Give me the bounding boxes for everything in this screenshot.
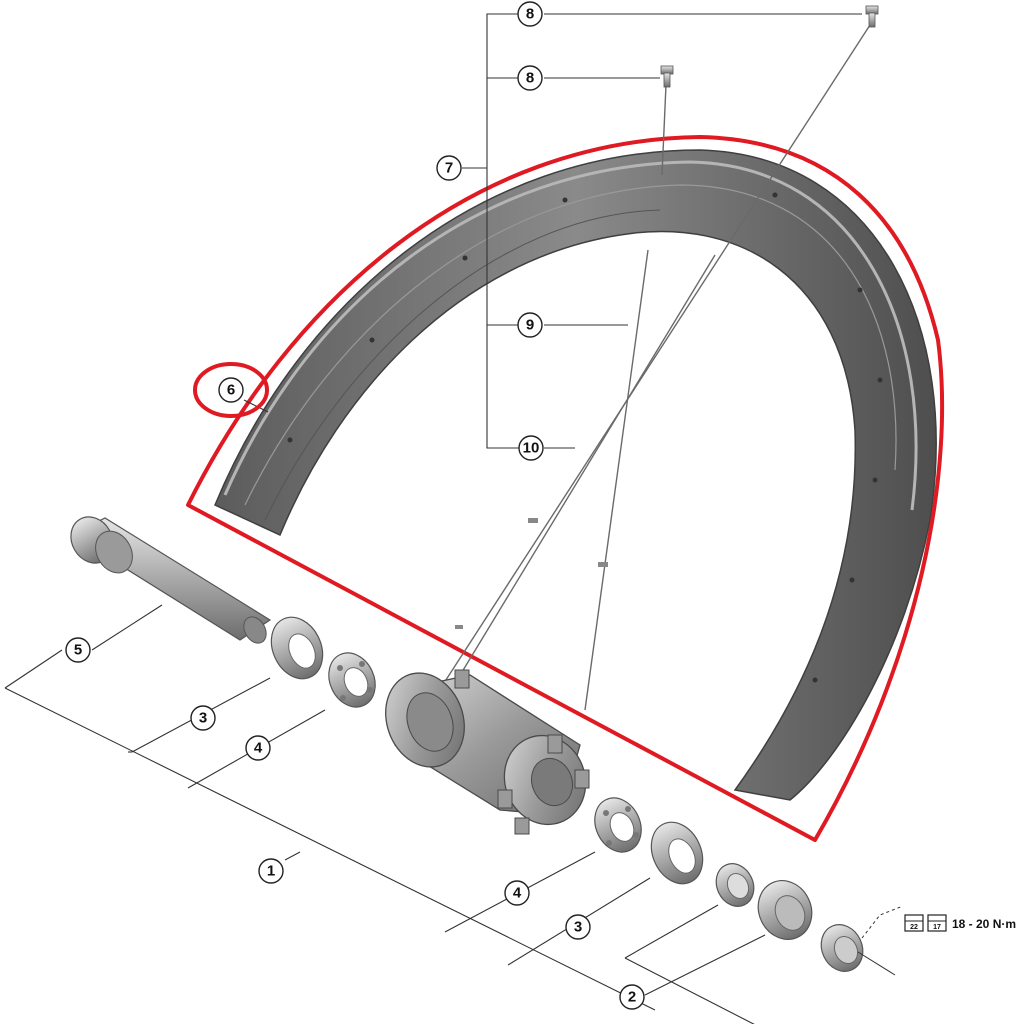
- callout-2: 2: [619, 984, 645, 1010]
- callout-label: 4: [254, 740, 263, 757]
- callout-3-right: 3: [565, 914, 591, 940]
- callout-6: 6: [193, 362, 269, 418]
- callout-4-left: 4: [245, 735, 271, 761]
- spacer-ring-right: [650, 821, 704, 885]
- spoke-nipple-top: [865, 5, 879, 28]
- wrench-size-icon: 22: [904, 914, 924, 932]
- torque-spec: 22 17 18 - 20 N·m: [904, 914, 1016, 932]
- bearing-right: [594, 797, 642, 853]
- axle: [70, 516, 272, 644]
- cone-nut: [715, 863, 755, 907]
- rim-highlight-outline: [186, 135, 945, 842]
- spokes: [419, 24, 871, 721]
- callout-4-right: 4: [504, 880, 530, 906]
- wrench-size-label: 22: [910, 924, 918, 931]
- callout-label: 10: [523, 440, 540, 457]
- spacer-ring-left: [270, 616, 324, 680]
- callout-label: 5: [74, 642, 82, 659]
- callout-label: 6: [227, 382, 235, 399]
- callout-label: 1: [267, 863, 275, 880]
- callout-9: 9: [517, 312, 543, 338]
- callout-label: 8: [526, 6, 534, 23]
- hub-shell: [385, 669, 590, 835]
- callout-1: 1: [258, 858, 284, 884]
- callout-3-left: 3: [190, 705, 216, 731]
- callout-8-middle: 8: [517, 65, 543, 91]
- end-cap: [820, 924, 864, 972]
- wrench-size-label: 17: [933, 924, 941, 931]
- callout-6-highlight: [193, 362, 269, 418]
- callout-7: 7: [436, 155, 462, 181]
- bearing-left: [328, 652, 376, 708]
- callout-label: 3: [574, 919, 582, 936]
- callout-5: 5: [65, 637, 91, 663]
- callout-label: 3: [199, 710, 207, 727]
- callout-10: 10: [518, 435, 544, 461]
- wrench-size-icon: 17: [927, 914, 947, 932]
- rim: [214, 149, 937, 801]
- torque-value: 18 - 20 N·m: [952, 917, 1016, 931]
- callout-label: 8: [526, 70, 534, 87]
- callout-label: 7: [445, 160, 453, 177]
- callout-label: 9: [526, 317, 534, 334]
- callout-8-top: 8: [517, 1, 543, 27]
- lock-ring: [757, 880, 813, 940]
- callout-label: 4: [513, 885, 522, 902]
- callout-label: 2: [628, 989, 636, 1006]
- spoke-nipple-middle: [660, 65, 674, 88]
